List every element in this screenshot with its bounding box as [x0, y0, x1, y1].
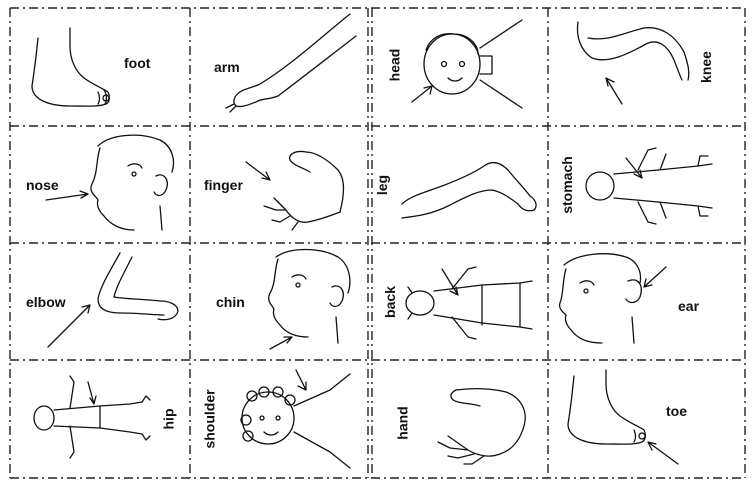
- stomach-drawing: [585, 147, 713, 225]
- foot-drawing: [31, 27, 110, 107]
- label-elbow: elbow: [26, 294, 66, 310]
- card-elbow: elbow: [10, 243, 190, 360]
- hip-drawing: [33, 375, 151, 459]
- shoulder-drawing: [240, 369, 351, 469]
- card-shoulder: shoulder: [190, 360, 368, 478]
- nose-drawing: [45, 134, 175, 231]
- label-knee: knee: [697, 51, 714, 83]
- card-chin: chin: [190, 243, 368, 360]
- label-hand: hand: [394, 406, 411, 440]
- hand-drawing: [437, 388, 526, 465]
- knee-drawing: [576, 21, 690, 105]
- label-arm: arm: [214, 59, 240, 75]
- back-drawing: [405, 266, 533, 340]
- label-stomach: stomach: [558, 156, 575, 214]
- card-back: back: [372, 243, 548, 360]
- card-hip: hip: [10, 360, 190, 478]
- label-toe: toe: [666, 403, 687, 419]
- elbow-drawing: [47, 252, 179, 348]
- card-toe: toe: [548, 360, 745, 478]
- label-leg: leg: [374, 174, 391, 196]
- label-back: back: [381, 286, 398, 318]
- label-chin: chin: [216, 294, 245, 310]
- label-ear: ear: [678, 298, 700, 314]
- label-finger: finger: [204, 177, 243, 193]
- finger-drawing: [245, 150, 345, 231]
- card-nose: nose: [10, 126, 190, 243]
- label-shoulder: shoulder: [201, 389, 218, 449]
- arm-drawing: [225, 13, 357, 113]
- leg-drawing: [401, 161, 537, 219]
- card-leg: leg: [372, 126, 548, 243]
- ear-drawing: [558, 253, 667, 344]
- card-hand: hand: [372, 360, 548, 478]
- label-foot: foot: [124, 55, 151, 71]
- card-head: head: [372, 8, 548, 126]
- head-drawing: [411, 19, 523, 109]
- toe-drawing: [567, 369, 679, 465]
- label-nose: nose: [26, 177, 59, 193]
- card-finger: finger: [190, 126, 368, 243]
- card-stomach: stomach: [548, 126, 745, 243]
- card-foot: foot: [10, 8, 190, 126]
- card-knee: knee: [548, 8, 745, 126]
- label-head: head: [386, 48, 403, 82]
- chin-drawing: [268, 248, 351, 350]
- card-ear: ear: [548, 243, 745, 360]
- card-arm: arm: [190, 8, 368, 126]
- label-hip: hip: [160, 408, 177, 430]
